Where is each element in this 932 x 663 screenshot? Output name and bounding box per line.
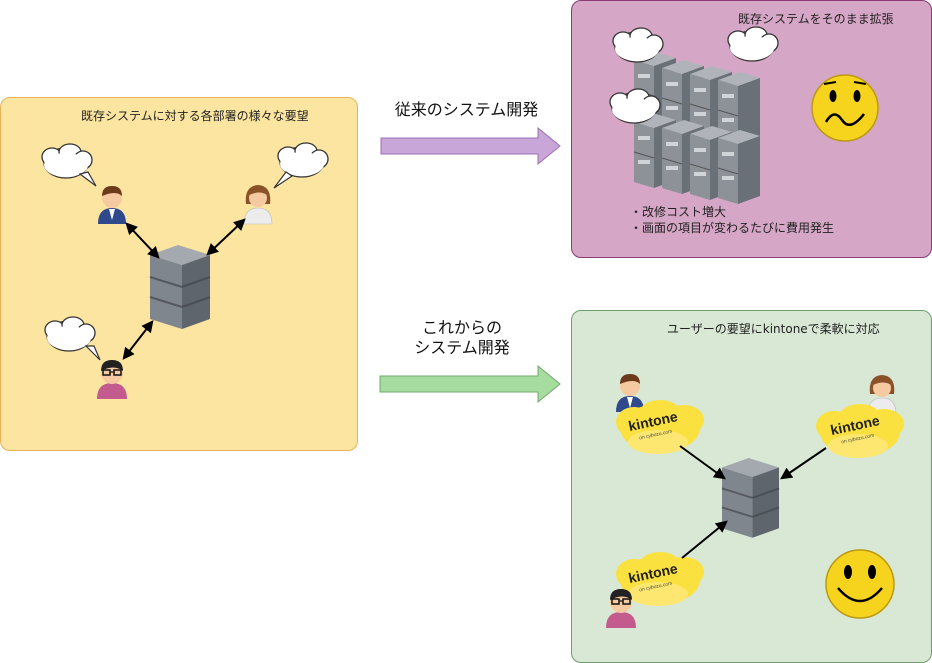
new-dev-label-line1: これからの — [421, 318, 502, 337]
bubble-tail-icon — [273, 171, 294, 189]
smiley-face-icon — [825, 549, 895, 619]
businessman-icon — [98, 186, 126, 224]
left-panel-title: 既存システムに対する各部署の様々な要望 — [81, 109, 309, 123]
traditional-dev-arrow — [380, 126, 561, 166]
issue-notes: ・改修コスト増大 ・画面の項目が変わるたびに費用発生 — [630, 204, 834, 236]
new-dev-label-line2: システム開発 — [414, 338, 510, 357]
connection-arrow — [122, 320, 154, 360]
speech-bubble-icon — [727, 26, 779, 62]
connection-arrow — [679, 445, 726, 480]
man-with-glasses-icon — [96, 359, 128, 400]
top-right-panel-title: 既存システムをそのまま拡張 — [738, 12, 894, 26]
traditional-dev-label: 従来のシステム開発 — [394, 100, 539, 119]
server-icon — [721, 457, 780, 539]
connection-arrow — [681, 520, 728, 559]
office-woman-icon — [243, 184, 273, 225]
bubble-tail-icon — [84, 345, 101, 361]
server-icon — [149, 244, 211, 330]
server-rack-icon — [633, 51, 761, 205]
connection-arrow — [780, 447, 827, 480]
bottom-right-panel-title: ユーザーの要望にkintoneで柔軟に対応 — [667, 322, 880, 336]
bubble-tail-icon — [78, 171, 97, 187]
connection-arrow — [206, 218, 246, 256]
new-dev-arrow — [379, 364, 561, 404]
businessman-icon — [616, 374, 644, 412]
issue-note-fees: ・画面の項目が変わるたびに費用発生 — [630, 221, 835, 235]
connection-arrow — [125, 222, 160, 259]
issue-note-cost: ・改修コスト増大 — [630, 205, 727, 219]
troubled-face-icon — [811, 74, 879, 142]
